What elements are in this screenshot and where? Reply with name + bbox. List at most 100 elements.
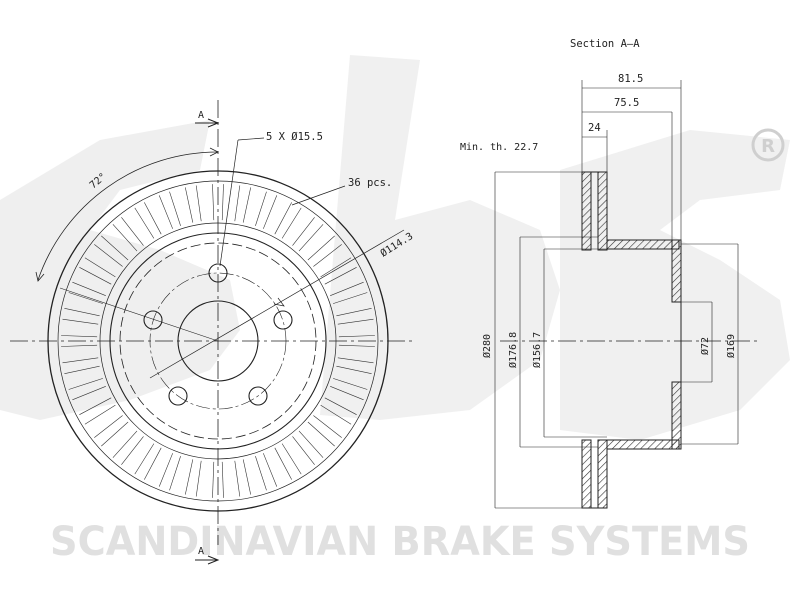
vent-line <box>84 257 116 278</box>
vent-line <box>274 447 292 480</box>
vent-line <box>298 224 324 252</box>
hat-outer-circle <box>119 242 317 440</box>
outer-rim <box>47 170 389 512</box>
friction-inner-edge <box>109 232 327 450</box>
vent-line <box>292 217 315 246</box>
vent-line <box>144 447 162 480</box>
vent-line <box>68 292 103 304</box>
vent-line <box>274 202 292 235</box>
vent-line <box>72 281 106 296</box>
bolt-hole-right <box>273 310 293 330</box>
pcd-circle <box>149 272 287 410</box>
registered-mark: R <box>761 136 775 157</box>
hat-face-upper <box>671 239 682 303</box>
vent-line <box>185 187 194 223</box>
vent-line <box>212 184 215 221</box>
vent-line <box>263 453 278 487</box>
vent-line <box>94 244 123 267</box>
vent-line <box>242 459 251 495</box>
angle-arc <box>37 151 219 281</box>
vents-callout-leader <box>291 185 346 206</box>
bolt-hole-lower-right <box>248 386 268 406</box>
vent-line <box>61 335 98 338</box>
vent-line <box>333 378 368 390</box>
vent-line <box>84 404 116 425</box>
vent-line <box>336 308 372 317</box>
vent-count-callout: 36 pcs. <box>348 177 392 189</box>
bolt-hole-top <box>208 263 228 283</box>
vent-line <box>144 202 162 235</box>
outer-diameter-dim: Ø280 <box>481 334 493 358</box>
vent-line <box>298 430 324 458</box>
vent-line <box>255 191 267 226</box>
disc-section-view <box>494 80 760 509</box>
vent-line <box>112 430 138 458</box>
hat-outer-dim: Ø169 <box>725 334 737 358</box>
pcd-leader <box>149 229 405 379</box>
center-bore-dim: Ø72 <box>699 337 711 355</box>
vent-line <box>337 357 374 364</box>
hat-wall-upper <box>606 239 680 250</box>
vent-line <box>94 415 123 438</box>
vent-line <box>320 404 352 425</box>
cooling-vents <box>61 184 375 498</box>
vent-line <box>255 456 267 491</box>
hat-wall-lower <box>606 439 680 450</box>
vent-line <box>221 461 224 498</box>
center-bore <box>177 300 259 382</box>
vent-outer-circle <box>57 180 379 502</box>
section-title: Section A–A <box>570 38 640 50</box>
vent-line <box>64 308 100 317</box>
bolt-callout-leader <box>237 137 265 141</box>
outer-plate-lower <box>581 439 592 509</box>
vent-line <box>79 397 112 415</box>
vent-line <box>292 436 315 465</box>
company-name-watermark: SCANDINAVIAN BRAKE SYSTEMS <box>50 519 750 565</box>
vent-line <box>281 443 302 475</box>
vent-line <box>158 195 173 229</box>
vent-line <box>338 335 375 338</box>
vent-line <box>313 244 342 267</box>
vent-line <box>79 267 112 285</box>
hat-face-lower <box>671 381 682 450</box>
vent-line <box>169 191 181 226</box>
vent-line <box>134 443 155 475</box>
hat-inner-dim: Ø156.7 <box>531 332 543 368</box>
vent-line <box>169 456 181 491</box>
bolt-hole-left <box>143 310 163 330</box>
vent-line <box>195 185 202 222</box>
disc-front-view <box>10 100 415 565</box>
vent-line <box>195 460 202 497</box>
vent-line <box>221 184 224 221</box>
vent-line <box>62 318 99 325</box>
vent-line <box>61 344 98 347</box>
vent-line <box>320 257 352 278</box>
disc-thickness-dim: 24 <box>588 122 601 134</box>
vent-line <box>134 207 155 239</box>
vent-line <box>68 378 103 390</box>
vent-line <box>101 421 129 447</box>
vent-line <box>212 461 215 498</box>
vent-line <box>330 281 364 296</box>
vent-line <box>121 436 144 465</box>
section-view-labels: Section A–A Min. th. 22.7 81.5 75.5 24 Ø… <box>460 38 737 368</box>
bolt-hole-lower-left <box>168 386 188 406</box>
vent-line <box>185 459 194 495</box>
section-marker-top: A <box>198 110 204 121</box>
vent-line <box>338 344 375 347</box>
min-thickness-label: Min. th. 22.7 <box>460 142 538 153</box>
vent-line <box>307 421 335 447</box>
outer-plate-upper <box>581 171 592 251</box>
vent-line <box>337 318 374 325</box>
vent-line <box>112 224 138 252</box>
vent-inner-circle <box>99 222 337 460</box>
vent-line <box>324 267 357 285</box>
section-marker-bottom: A <box>198 546 204 557</box>
vent-line <box>62 357 99 364</box>
overall-height-dim: 81.5 <box>618 73 643 85</box>
sbs-logo-watermark: R <box>0 55 790 440</box>
vent-line <box>101 235 129 261</box>
vent-line <box>281 207 302 239</box>
vent-line <box>121 217 144 246</box>
